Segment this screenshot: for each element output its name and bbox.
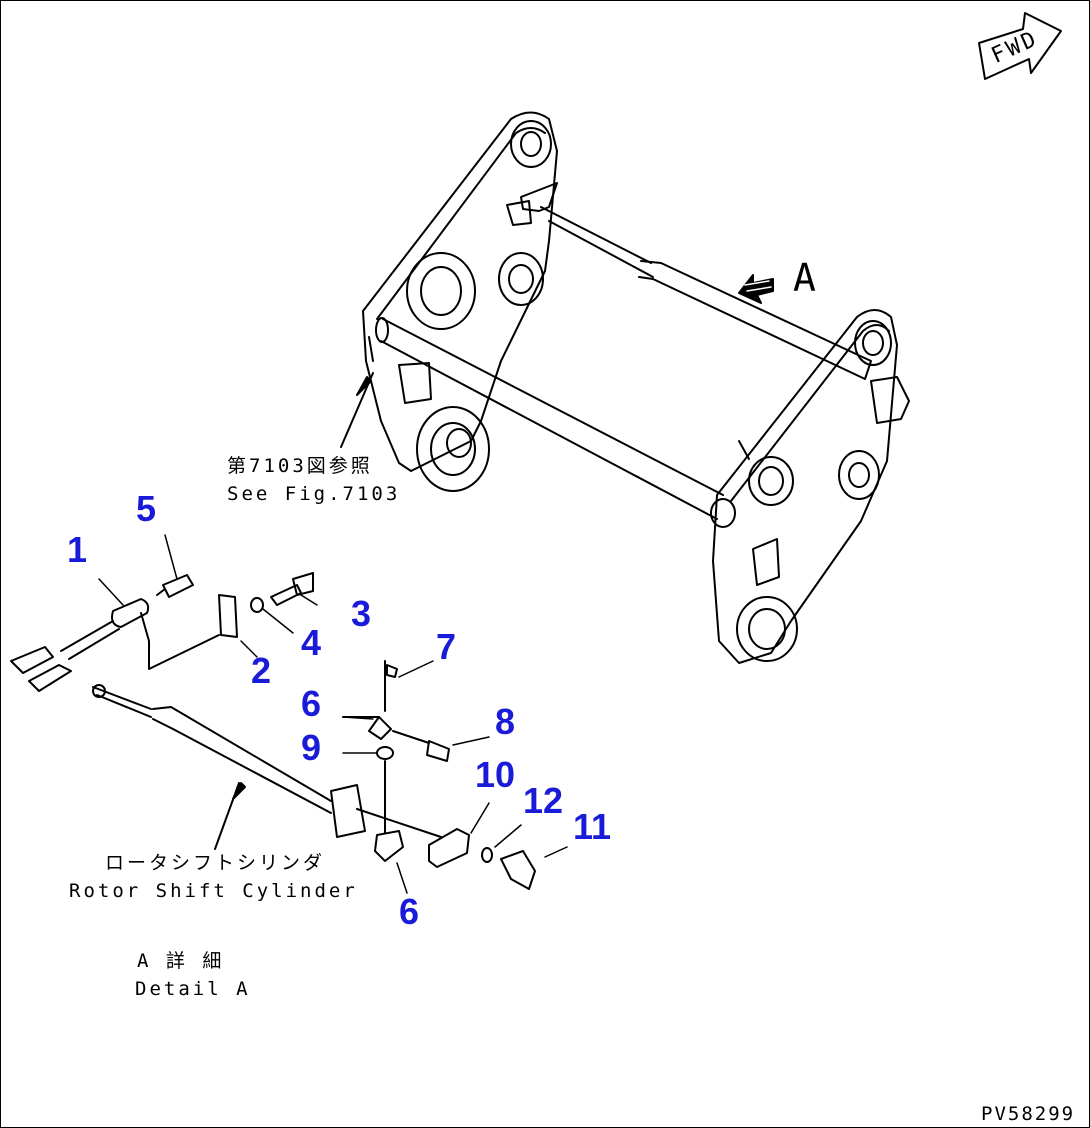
- callout-7: 7: [436, 626, 457, 667]
- fwd-arrow-icon: [978, 12, 1062, 80]
- cylinder-label-jp: ロータシフトシリンダ: [105, 852, 326, 874]
- frame-ref-en: See Fig.7103: [227, 483, 401, 505]
- view-a-arrow-icon: [738, 274, 774, 304]
- detail-label-jp: A 詳 細: [137, 950, 225, 972]
- callout-6-lower: 6: [399, 891, 420, 932]
- callout-4: 4: [301, 622, 322, 663]
- callout-10: 10: [475, 754, 516, 795]
- callout-1: 1: [67, 529, 88, 570]
- callout-8: 8: [495, 701, 516, 742]
- detail-label-en: Detail A: [135, 978, 251, 1000]
- swing-frame: [362, 111, 910, 664]
- callout-9: 9: [301, 727, 322, 768]
- callout-2: 2: [251, 650, 272, 691]
- callout-6-upper: 6: [301, 683, 322, 724]
- callout-12: 12: [523, 780, 564, 821]
- callout-5: 5: [136, 488, 157, 529]
- callout-leaders: [98, 534, 568, 894]
- frame-ref-jp: 第7103図参照: [227, 455, 373, 477]
- callout-11: 11: [573, 806, 612, 847]
- view-a-label: A: [793, 256, 816, 300]
- callout-3: 3: [351, 593, 372, 634]
- drawing-id: PV58299: [981, 1103, 1076, 1125]
- cylinder-label-en: Rotor Shift Cylinder: [69, 880, 358, 902]
- detail-a-parts: [10, 572, 536, 890]
